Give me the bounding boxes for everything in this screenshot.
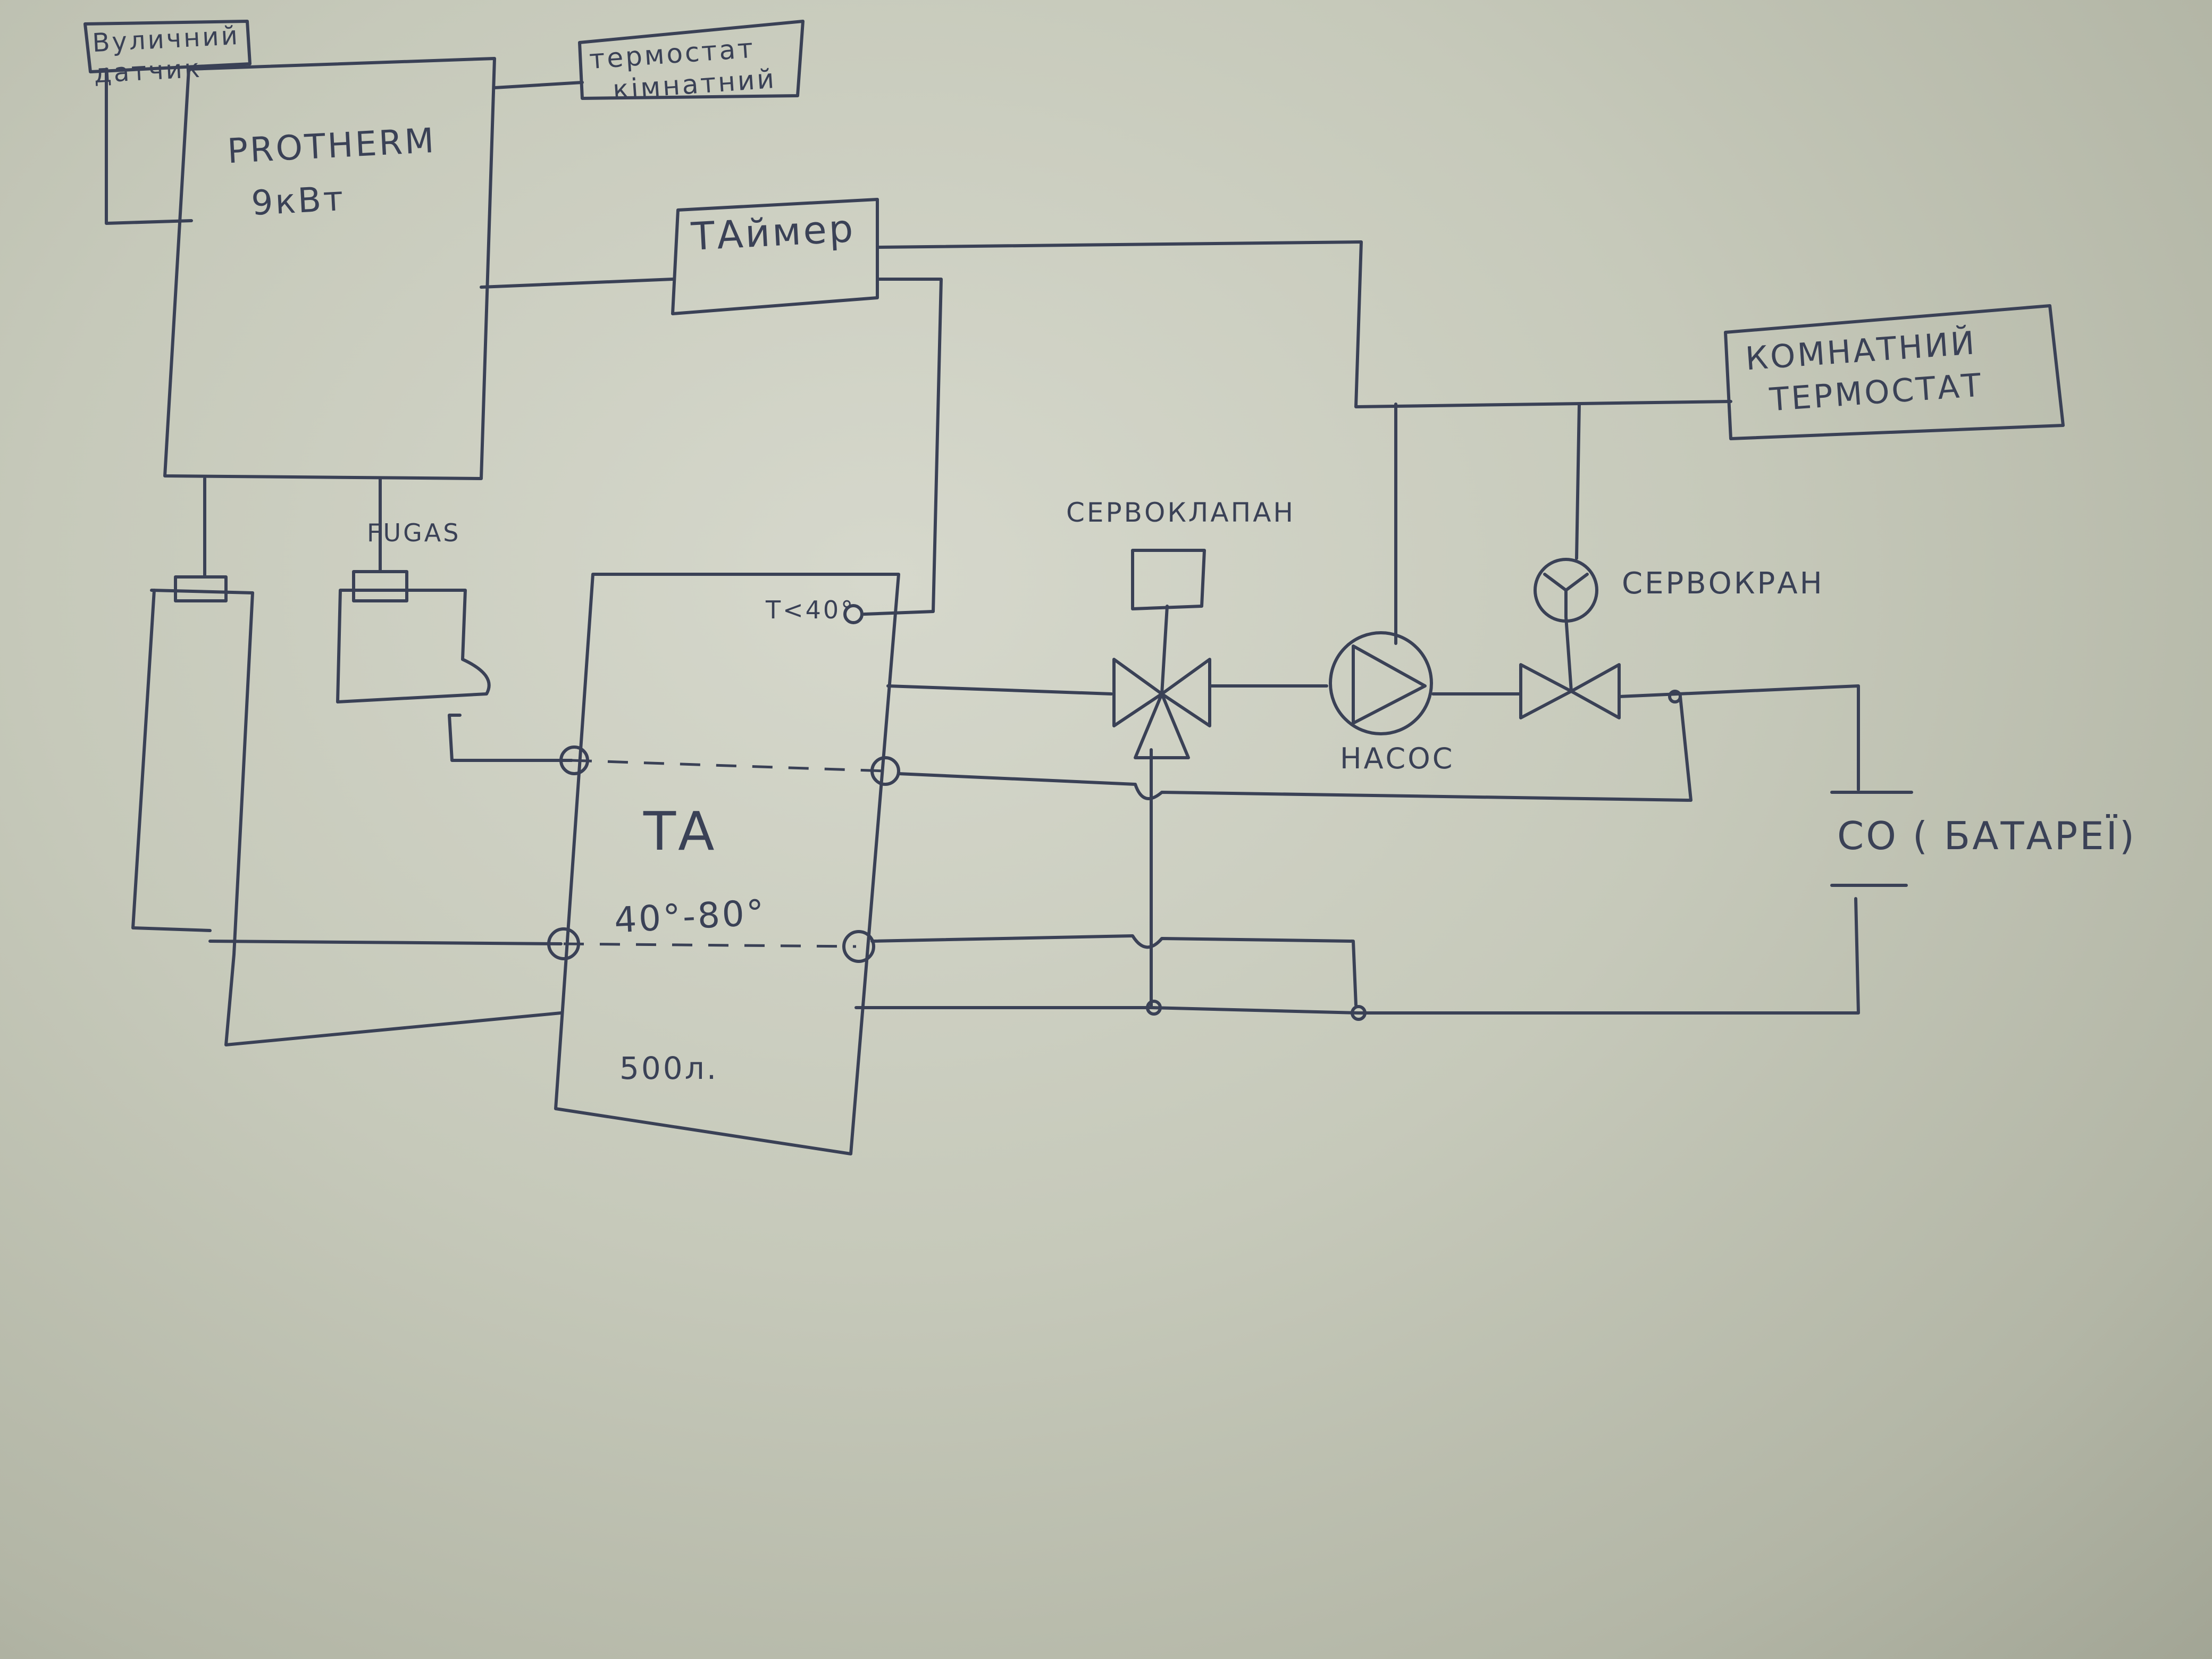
upper-left-port <box>559 745 589 775</box>
fugas-label: FUGAS <box>367 518 461 547</box>
lower-left-port <box>547 927 580 960</box>
fugas-fitting <box>352 570 408 602</box>
boiler-brand: PROTHERM <box>226 121 437 172</box>
timer-tank-sensor-wire <box>862 278 943 616</box>
outdoor-sensor-label: Вуличний датчик <box>91 20 242 89</box>
lower-return-line <box>870 934 1358 1007</box>
top-thermostat-label: термостат кімнатний <box>588 31 777 107</box>
right-thermostat-box <box>1724 304 2065 440</box>
radiators-label: СО ( БАТАРЕЇ) <box>1837 814 2136 858</box>
pump-triangle <box>1352 644 1427 725</box>
timer-label: ТАймер <box>690 205 857 259</box>
tank-label: ТА <box>643 800 717 862</box>
left-return-pipe <box>224 591 563 1046</box>
tank-volume-label: 500л. <box>619 1050 719 1086</box>
servo-valve-actuator <box>1131 549 1206 696</box>
lower-coil-dashed <box>563 942 857 948</box>
timer-thermostat-wire <box>876 240 1732 408</box>
servo-valve-label: СЕРВОКЛАПАН <box>1066 497 1296 528</box>
top-thermostat-wire <box>493 81 584 89</box>
left-fitting <box>150 575 254 602</box>
bottom-return-line <box>854 897 1860 1015</box>
boiler-label: PROTHERM 9кВт <box>226 114 440 231</box>
tank-sensor-port <box>843 604 864 624</box>
upper-return-line <box>897 695 1692 802</box>
servo-tap-control-wire <box>1575 403 1581 560</box>
outdoor-sensor-wire <box>105 68 193 225</box>
tank-range-label: 40°-80° <box>613 892 767 941</box>
right-thermostat-label: КОМНАТНИЙ ТЕРМОСТАТ <box>1744 322 1984 423</box>
fugas-branch <box>448 714 573 762</box>
top-thermostat-box <box>578 20 805 100</box>
left-supply-pipe <box>131 589 212 932</box>
tank-supply-line <box>886 684 1113 696</box>
servo-tap-body <box>1519 663 1621 719</box>
junction-node-bottom <box>1351 1005 1367 1021</box>
boiler-power: 9кВт <box>250 179 347 224</box>
servo-radiator-line <box>1618 684 1860 791</box>
lower-loop-pipe <box>208 940 563 945</box>
junction-node-valve <box>1146 1000 1162 1016</box>
lower-right-port <box>842 930 875 963</box>
servo-tap-label: СЕРВОКРАН <box>1622 566 1824 601</box>
servo-valve-body <box>1112 658 1211 759</box>
upper-right-port <box>870 756 900 786</box>
tank-box <box>554 573 900 1155</box>
pump-circle <box>1329 631 1433 735</box>
outdoor-sensor-box <box>83 20 252 73</box>
pump-label: НАСОС <box>1340 742 1455 775</box>
fugas-pipe <box>336 589 491 703</box>
junction-node-right <box>1668 690 1682 703</box>
timer-box <box>671 198 879 315</box>
upper-coil-dashed <box>571 759 886 773</box>
tank-temp-label: T<40° <box>766 596 856 624</box>
servo-tap-actuator-spokes <box>1543 573 1589 693</box>
boiler-timer-wire <box>480 278 674 289</box>
boiler-box <box>163 57 496 480</box>
